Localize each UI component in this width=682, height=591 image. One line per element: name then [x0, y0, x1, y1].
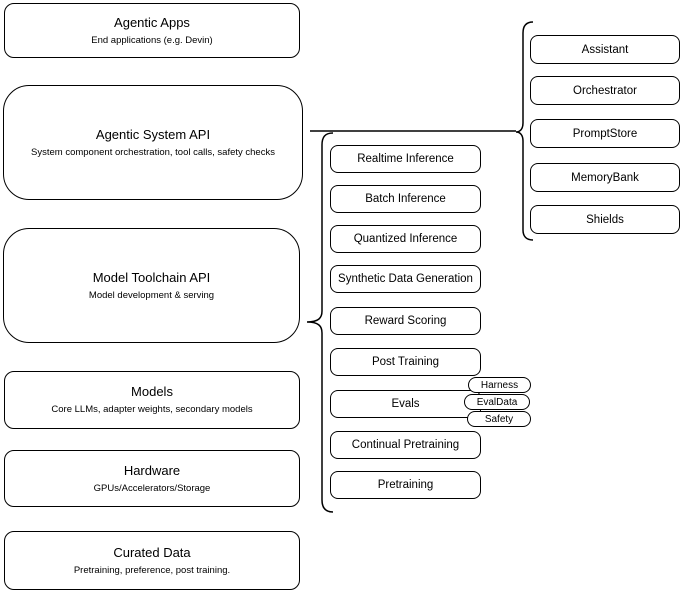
layer-box-model-toolchain-api: Model Toolchain API Model development & …: [3, 228, 300, 343]
toolchain-item-quantized-inference: Quantized Inference: [330, 225, 481, 253]
layer-subtitle: Model development & serving: [88, 289, 215, 301]
toolchain-item-evals: Evals: [330, 390, 481, 418]
layer-title: Agentic System API: [95, 126, 211, 142]
layer-title: Hardware: [123, 462, 181, 478]
component-promptstore: PromptStore: [530, 119, 680, 148]
layer-box-models: Models Core LLMs, adapter weights, secon…: [4, 371, 300, 429]
layer-subtitle: Core LLMs, adapter weights, secondary mo…: [51, 404, 253, 416]
toolchain-item-post-training: Post Training: [330, 348, 481, 376]
component-shields: Shields: [530, 205, 680, 234]
toolchain-item-reward-scoring: Reward Scoring: [330, 307, 481, 335]
eval-badge-safety: Safety: [467, 411, 531, 427]
component-orchestrator: Orchestrator: [530, 76, 680, 105]
layer-box-curated-data: Curated Data Pretraining, preference, po…: [4, 531, 300, 590]
layer-subtitle: System component orchestration, tool cal…: [31, 146, 275, 158]
layer-subtitle: Pretraining, preference, post training.: [73, 564, 231, 576]
components-group-brace: [515, 21, 534, 241]
layer-title: Curated Data: [113, 544, 191, 560]
eval-badge-harness: Harness: [468, 377, 531, 393]
toolchain-item-pretraining: Pretraining: [330, 471, 481, 499]
toolchain-item-continual-pretraining: Continual Pretraining: [330, 431, 481, 459]
layer-subtitle: End applications (e.g. Devin): [91, 34, 213, 46]
toolchain-item-synthetic-data-generation: Synthetic Data Generation: [330, 265, 481, 293]
eval-badge-evaldata: EvalData: [464, 394, 530, 410]
layer-title: Agentic Apps: [114, 14, 190, 30]
component-assistant: Assistant: [530, 35, 680, 64]
layer-subtitle: GPUs/Accelerators/Storage: [93, 482, 211, 494]
layer-box-agentic-system-api: Agentic System API System component orch…: [3, 85, 303, 200]
layer-title: Model Toolchain API: [92, 269, 211, 285]
layer-box-agentic-apps: Agentic Apps End applications (e.g. Devi…: [4, 3, 300, 58]
layer-box-hardware: Hardware GPUs/Accelerators/Storage: [4, 450, 300, 507]
component-memorybank: MemoryBank: [530, 163, 680, 192]
layer-title: Models: [131, 384, 173, 400]
toolchain-item-batch-inference: Batch Inference: [330, 185, 481, 213]
toolchain-group-brace: [306, 132, 334, 513]
toolchain-item-realtime-inference: Realtime Inference: [330, 145, 481, 173]
